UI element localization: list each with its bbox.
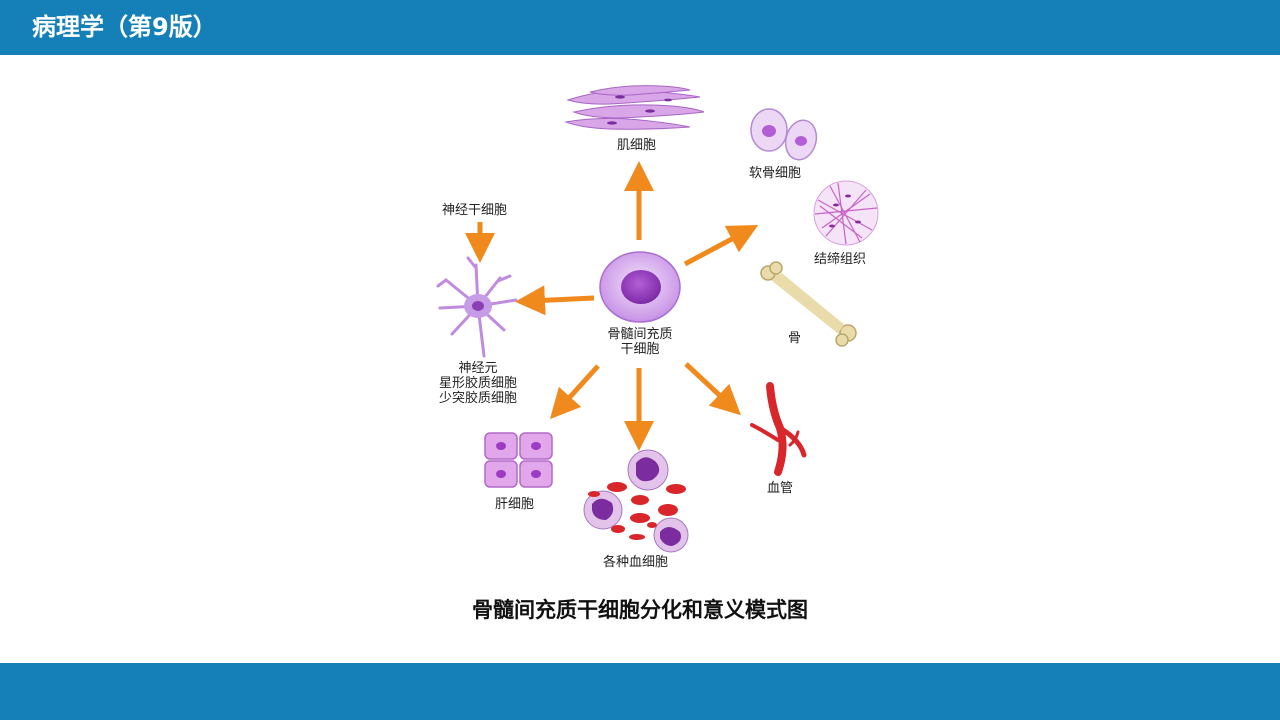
label-bone: 骨 xyxy=(788,331,802,346)
arrow-to-vessel xyxy=(684,362,741,416)
figure-caption: 骨髓间充质干细胞分化和意义模式图 xyxy=(472,598,808,622)
label-stem-cell: 骨髓间充质 干细胞 xyxy=(596,327,684,357)
label-stem-cell-line2: 干细胞 xyxy=(620,342,660,357)
label-neural-stem-cell: 神经干细胞 xyxy=(442,203,508,218)
arrows xyxy=(465,161,759,451)
label-blood-cells: 各种血细胞 xyxy=(603,555,669,570)
label-muscle-cell: 肌细胞 xyxy=(617,138,657,153)
liver-cells xyxy=(484,432,553,488)
header-bar: 病理学（第9版） xyxy=(0,0,1280,55)
label-stem-cell-line1: 骨髓间充质 xyxy=(607,327,673,342)
label-cartilage-cell: 软骨细胞 xyxy=(749,166,802,181)
arrow-to-neuron xyxy=(515,285,595,316)
neuron-body xyxy=(464,294,492,318)
bone xyxy=(760,261,857,347)
label-vessel: 血管 xyxy=(767,481,794,496)
arrow-to-cartilage xyxy=(683,224,759,267)
label-neuron: 神经元 xyxy=(458,361,498,376)
muscle-cells xyxy=(564,85,705,130)
label-oligodendrocyte: 少突胶质细胞 xyxy=(438,391,517,406)
connective-tissue xyxy=(813,180,879,246)
label-liver-cell: 肝细胞 xyxy=(495,497,535,512)
blood-cells xyxy=(583,449,689,553)
blood-vessel xyxy=(750,382,807,476)
label-connective-tissue: 结缔组织 xyxy=(814,252,867,267)
footer-bar xyxy=(0,663,1280,720)
cartilage-cells xyxy=(750,108,818,161)
page-title: 病理学（第9版） xyxy=(32,13,217,41)
stem-cell xyxy=(599,251,681,323)
arrow-to-liver xyxy=(549,364,600,420)
label-astrocyte: 星形胶质细胞 xyxy=(438,376,517,391)
label-neural-cells: 神经元 星形胶质细胞 少突胶质细胞 xyxy=(432,361,524,406)
